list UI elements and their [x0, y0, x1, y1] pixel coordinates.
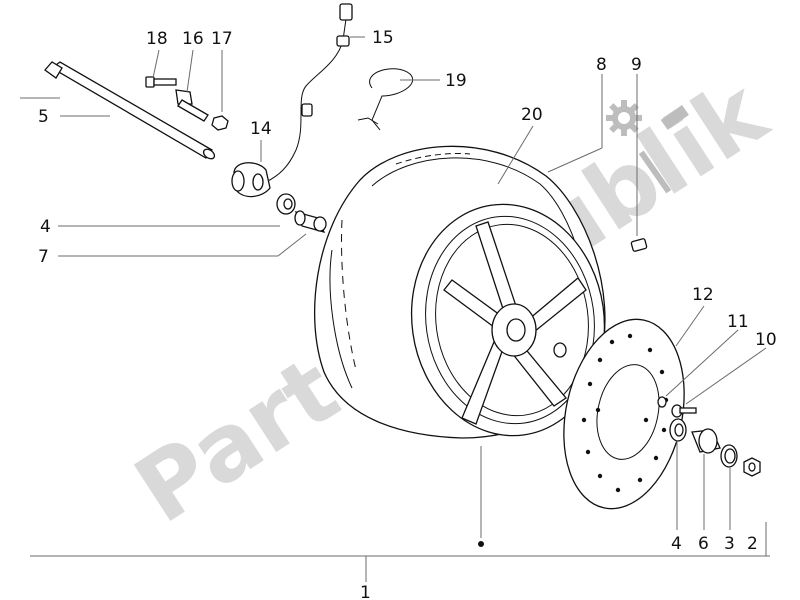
callout-8: 8 — [596, 55, 607, 75]
oil-seal-right — [669, 418, 687, 442]
callout-12: 12 — [692, 285, 714, 305]
speedometer-cable — [265, 3, 353, 183]
callout-5: 5 — [38, 107, 49, 127]
wheel-spokes — [443, 221, 587, 425]
caliper-bolt — [145, 76, 177, 88]
axle-nut — [743, 457, 761, 477]
callout-15: 15 — [372, 28, 394, 48]
hub-bushing — [691, 428, 721, 454]
callout-labels: 1 2 3 4 4 5 6 7 8 9 10 11 12 14 15 16 17… — [38, 28, 777, 600]
callout-17: 17 — [211, 29, 233, 49]
callout-7: 7 — [38, 247, 49, 267]
spring-clip — [357, 68, 413, 131]
callout-1: 1 — [360, 583, 371, 600]
oil-seal-left — [276, 193, 296, 215]
callout-4-right: 4 — [671, 534, 682, 554]
speedometer-drive — [231, 162, 271, 198]
callout-16: 16 — [182, 29, 204, 49]
disc-screw — [671, 404, 697, 418]
disc-washer — [657, 396, 667, 408]
retaining-ring — [720, 444, 738, 468]
callout-6: 6 — [698, 534, 709, 554]
callout-9: 9 — [631, 55, 642, 75]
axle-shaft — [44, 61, 216, 160]
leader-lines — [20, 36, 770, 582]
callout-2: 2 — [747, 534, 758, 554]
callout-4-left: 4 — [40, 217, 51, 237]
callout-18: 18 — [146, 29, 168, 49]
callout-19: 19 — [445, 71, 467, 91]
callout-3: 3 — [724, 534, 735, 554]
spacer-sleeve — [294, 210, 327, 233]
tyre-valve — [630, 238, 648, 252]
gear-hammer-icon — [606, 100, 689, 194]
callout-11: 11 — [727, 312, 749, 332]
cable-bracket — [175, 89, 209, 122]
assembly-dot — [478, 541, 484, 547]
callout-20: 20 — [521, 105, 543, 125]
callout-10: 10 — [755, 330, 777, 350]
callout-14: 14 — [250, 119, 272, 139]
bracket-nut — [211, 115, 229, 131]
